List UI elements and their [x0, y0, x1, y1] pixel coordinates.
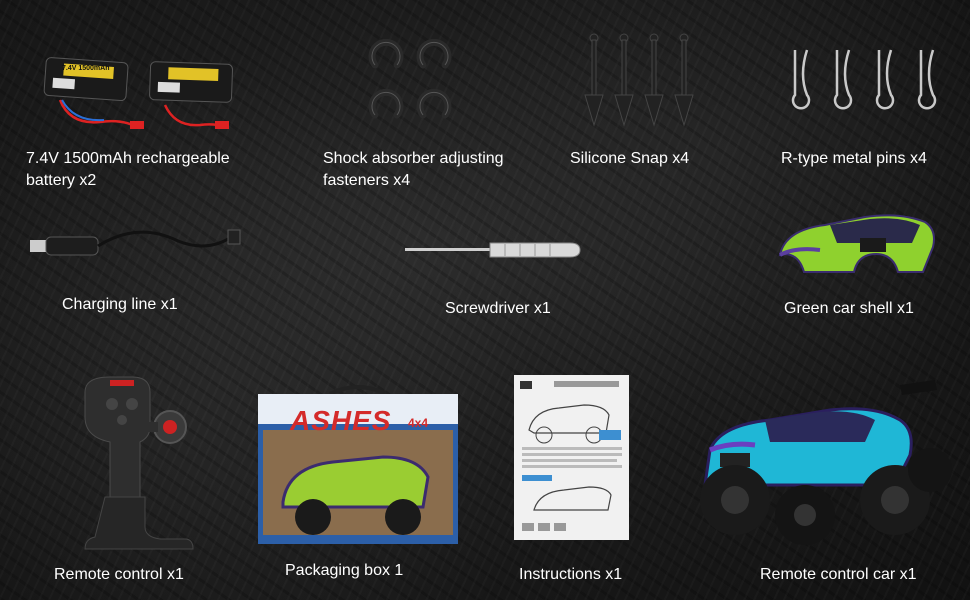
box-brand-suffix: 4x4 — [408, 416, 429, 430]
fasteners-item — [365, 35, 460, 130]
r-pins-image — [791, 49, 937, 110]
charging-line-label: Charging line x1 — [62, 296, 178, 313]
battery-label-line1: 7.4V 1500mAh rechargeable — [26, 150, 230, 167]
screwdriver-label: Screwdriver x1 — [445, 300, 551, 317]
fasteners-label-line2: fasteners x4 — [323, 172, 411, 189]
rc-car-label: Remote control car x1 — [760, 566, 917, 583]
battery-item: 7.4V 1500mAh — [40, 55, 234, 135]
fasteners-image — [368, 38, 452, 119]
screwdriver-image — [405, 242, 581, 258]
packaging-box-label: Packaging box 1 — [285, 562, 404, 579]
battery-image — [43, 57, 234, 129]
instructions-item — [514, 375, 629, 540]
packaging-box-item: ASHES 4x4 — [258, 382, 458, 544]
charging-line-item — [28, 220, 248, 270]
silicone-snap-image — [584, 33, 694, 127]
remote-control-image — [84, 376, 194, 550]
instructions-label: Instructions x1 — [519, 566, 623, 583]
car-shell-image — [778, 214, 935, 273]
screwdriver-item — [405, 235, 585, 265]
packaging-box-image — [258, 385, 458, 544]
battery-inline-text: 7.4V 1500mAh — [62, 65, 110, 72]
rc-car-item — [680, 375, 955, 560]
battery-label-line2: battery x2 — [26, 172, 97, 189]
car-shell-label: Green car shell x1 — [784, 300, 914, 317]
r-pins-item — [785, 48, 945, 123]
box-brand-text: ASHES — [290, 405, 392, 436]
remote-control-label: Remote control x1 — [54, 566, 184, 583]
silicone-snap-item — [580, 30, 700, 145]
remote-control-item — [70, 372, 195, 557]
car-shell-item — [775, 210, 945, 285]
rc-car-image — [700, 380, 952, 545]
silicone-snap-label: Silicone Snap x4 — [570, 150, 690, 167]
charging-line-image — [30, 229, 241, 256]
instructions-image — [514, 375, 629, 540]
r-pins-label: R-type metal pins x4 — [781, 150, 927, 167]
fasteners-label-line1: Shock absorber adjusting — [323, 150, 504, 167]
